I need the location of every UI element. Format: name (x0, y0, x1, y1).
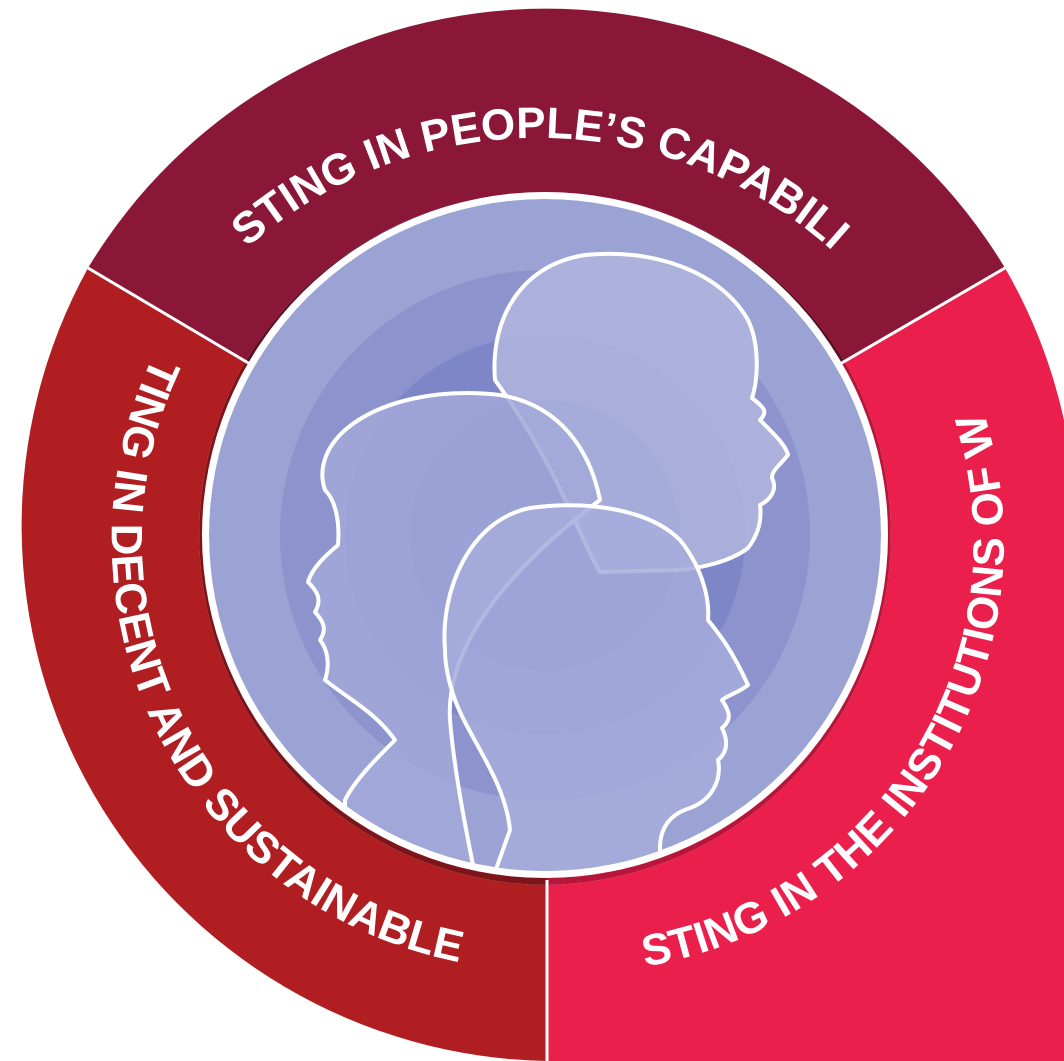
segment-left (21, 268, 547, 1061)
center-circle (202, 192, 888, 878)
divider-right (839, 266, 1006, 366)
head-silhouette-front (442, 503, 750, 871)
segment-right (547, 268, 1064, 1061)
segment-top (88, 8, 1005, 363)
divider-left (87, 266, 251, 366)
